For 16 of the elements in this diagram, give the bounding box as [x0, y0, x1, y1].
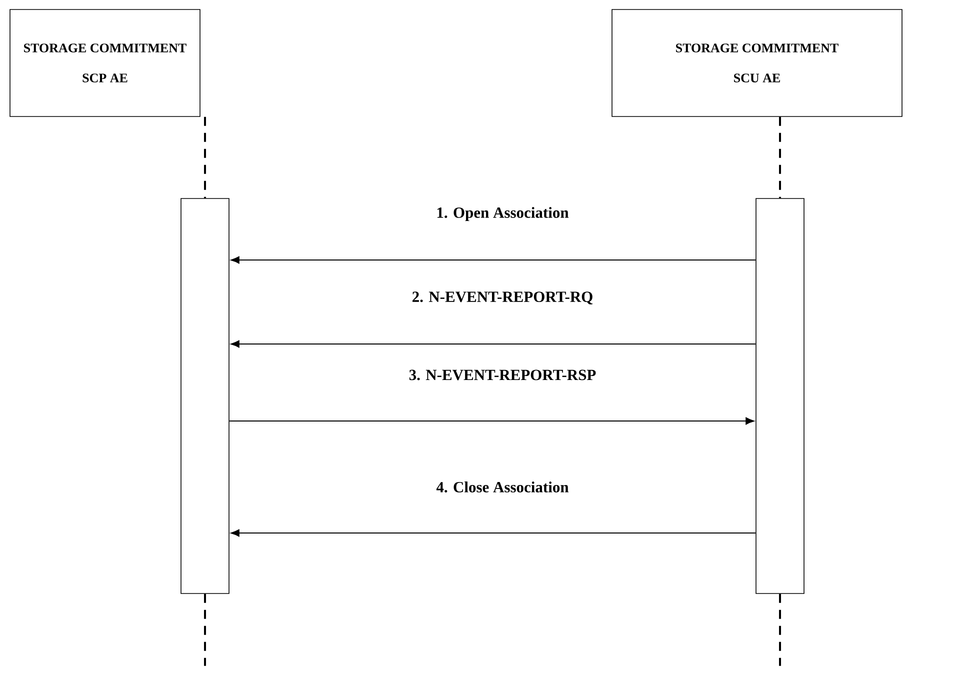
arrow: [228, 417, 754, 425]
edge-label: 4. Close Association: [434, 480, 571, 494]
lifeline: [204, 116, 206, 198]
lifeline: [204, 594, 206, 666]
activation-bar: [180, 198, 230, 594]
lifeline: [779, 594, 781, 666]
edge-label: 2. N-EVENT-REPORT-RQ: [410, 290, 596, 306]
participant-box: STORAGE COMMITMENT SCP AE: [10, 9, 200, 117]
arrow: [230, 529, 756, 537]
arrow: [230, 256, 756, 264]
participant-box: STORAGE COMMITMENT SCU AE: [612, 9, 902, 117]
edge-label: 1. Open Association: [434, 204, 571, 224]
edge-label: 3. N-EVENT-REPORT-RSP: [406, 368, 598, 382]
activation-bar: [756, 198, 804, 594]
arrow: [230, 340, 756, 348]
lifeline: [779, 116, 781, 198]
